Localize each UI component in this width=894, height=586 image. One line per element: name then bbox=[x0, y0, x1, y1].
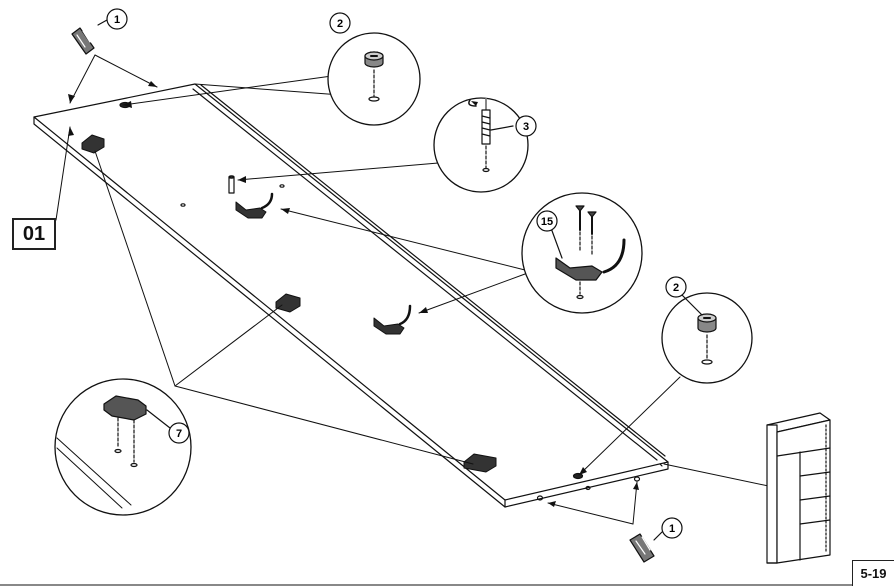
detail-cam-right bbox=[661, 292, 753, 384]
bracket-icon bbox=[81, 134, 105, 154]
svg-text:1: 1 bbox=[114, 14, 120, 26]
callout-dowel-bottom: 1 bbox=[661, 517, 683, 539]
hinge-icon bbox=[373, 304, 412, 335]
detail-cam-top bbox=[327, 32, 421, 126]
callout-cam-right: 2 bbox=[665, 276, 687, 298]
svg-text:1: 1 bbox=[669, 523, 675, 535]
bracket-icon bbox=[463, 453, 497, 473]
screw-icon bbox=[575, 205, 585, 251]
screw-icon bbox=[587, 211, 597, 255]
dowel-icon bbox=[629, 531, 663, 563]
callout-cam-top: 2 bbox=[329, 12, 351, 34]
hinge-icon bbox=[235, 192, 274, 219]
detail-hinge bbox=[521, 192, 643, 314]
bracket-icon bbox=[275, 293, 301, 313]
pin-icon bbox=[228, 175, 235, 194]
callout-hinge-screws: 15 bbox=[536, 210, 558, 232]
dowel-icon bbox=[71, 19, 108, 55]
main-panel bbox=[33, 83, 669, 508]
page-code: 5-19 bbox=[852, 560, 894, 586]
detail-bracket bbox=[54, 378, 192, 516]
callout-dowel-top: 1 bbox=[106, 8, 128, 30]
callout-bolt: 3 bbox=[515, 115, 537, 137]
panel-label: 01 bbox=[12, 218, 56, 250]
callout-bracket: 7 bbox=[168, 422, 190, 444]
leader-lines bbox=[55, 54, 779, 525]
detail-bolt bbox=[433, 97, 529, 193]
cabinet-overview bbox=[766, 412, 831, 564]
svg-text:2: 2 bbox=[337, 18, 343, 30]
svg-text:7: 7 bbox=[176, 428, 182, 440]
svg-text:15: 15 bbox=[541, 216, 553, 228]
svg-text:2: 2 bbox=[673, 282, 679, 294]
svg-text:3: 3 bbox=[523, 121, 529, 133]
